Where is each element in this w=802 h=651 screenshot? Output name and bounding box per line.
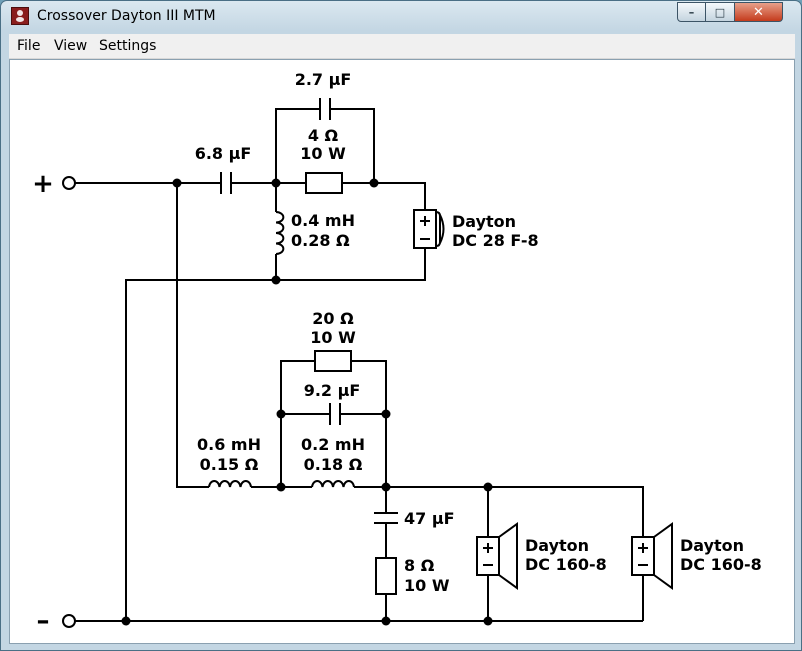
tweeter-model: DC 28 F-8 — [452, 231, 539, 250]
inductor-0-2mh[interactable] — [311, 479, 355, 488]
title-bar[interactable]: Crossover Dayton III MTM – □ ✕ — [1, 1, 801, 33]
inductor-0-6mh-value: 0.6 mH — [197, 435, 261, 454]
inductor-0-4mh[interactable] — [275, 211, 285, 255]
shunt-resistor-power: 10 W — [404, 576, 450, 595]
inductor-0-4mh-resistance: 0.28 Ω — [291, 231, 350, 250]
schematic-canvas: + – — [9, 59, 795, 644]
resistor-20-ohm-power: 10 W — [310, 328, 356, 347]
menu-file[interactable]: File — [17, 38, 41, 54]
negative-terminal[interactable] — [62, 614, 76, 628]
resistor-20-ohm[interactable] — [314, 350, 352, 372]
woofer-1-brand: Dayton — [525, 536, 589, 555]
resistor-4-ohm[interactable] — [305, 172, 343, 194]
cap-9-2uf-value: 9.2 µF — [304, 381, 361, 400]
close-button[interactable]: ✕ — [735, 2, 783, 22]
capacitor-9-2uf[interactable] — [329, 403, 341, 425]
window-title: Crossover Dayton III MTM — [37, 8, 216, 24]
woofer-driver-1[interactable] — [476, 522, 518, 590]
shunt-resistor-value: 8 Ω — [404, 556, 435, 575]
series-capacitor-6-8uf[interactable] — [220, 172, 232, 194]
inductor-0-4mh-value: 0.4 mH — [291, 211, 355, 230]
negative-terminal-label: – — [37, 606, 50, 636]
maximize-button[interactable]: □ — [706, 2, 735, 22]
resistor-20-ohm-value: 20 Ω — [312, 309, 354, 328]
inductor-0-6mh-resistance: 0.15 Ω — [200, 455, 259, 474]
inductor-0-2mh-resistance: 0.18 Ω — [304, 455, 363, 474]
menu-view[interactable]: View — [54, 38, 88, 54]
woofer-1-model: DC 160-8 — [525, 555, 607, 574]
shunt-capacitor-47uf[interactable] — [374, 512, 398, 524]
woofer-2-model: DC 160-8 — [680, 555, 762, 574]
series-cap-value: 6.8 µF — [195, 144, 252, 163]
bypass-cap-value: 2.7 µF — [295, 70, 352, 89]
minimize-button[interactable]: – — [677, 2, 706, 22]
menu-settings[interactable]: Settings — [99, 38, 157, 54]
shunt-cap-value: 47 µF — [404, 509, 455, 528]
positive-terminal[interactable] — [62, 176, 76, 190]
bypass-capacitor-2-7uf[interactable] — [319, 98, 331, 120]
menu-bar: File View Settings — [9, 34, 795, 59]
inductor-0-2mh-value: 0.2 mH — [301, 435, 365, 454]
resistor-4-ohm-power: 10 W — [300, 144, 346, 163]
inductor-0-6mh[interactable] — [208, 479, 252, 488]
woofer-2-brand: Dayton — [680, 536, 744, 555]
tweeter-brand: Dayton — [452, 212, 516, 231]
positive-terminal-label: + — [32, 169, 54, 199]
tweeter-driver[interactable] — [413, 209, 445, 249]
speaker-icon[interactable] — [11, 7, 29, 25]
resistor-4-ohm-value: 4 Ω — [308, 126, 339, 145]
shunt-resistor-8-ohm[interactable] — [375, 557, 397, 595]
crossover-schematic: + – — [32, 70, 762, 636]
woofer-driver-2[interactable] — [631, 522, 673, 590]
junction-dots — [121, 178, 493, 626]
